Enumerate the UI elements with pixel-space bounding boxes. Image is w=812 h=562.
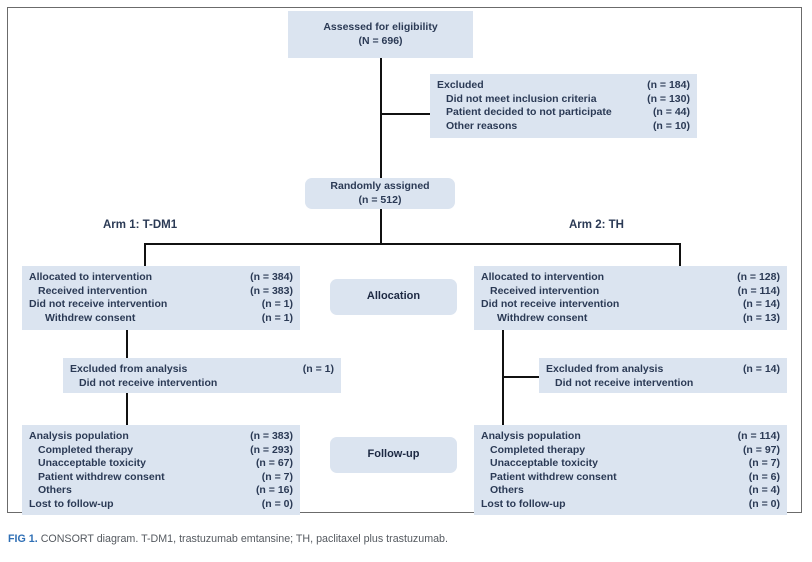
arm2-heading: Arm 2: TH [569,219,624,231]
table-row: Other reasons (n = 10) [446,119,690,132]
table-row: Excluded from analysis (n = 14) [546,363,780,375]
excluded-box: Excluded (n = 184) Did not meet inclusio… [430,74,697,138]
table-row: Unacceptable toxicity (n = 7) [490,457,780,470]
figure-frame: Assessed for eligibility (N = 696) Exclu… [7,7,802,515]
arm2-excluded-from-analysis-box: Excluded from analysis (n = 14) Did not … [539,358,787,393]
connector-randomization-split [144,243,681,245]
table-row: Others (n = 16) [38,484,293,497]
connector-randomized-down [380,208,382,244]
assessed-count: (N = 696) [358,34,403,47]
arm1-followup-box: Analysis population (n = 383) Completed … [22,425,300,515]
table-row: Completed therapy (n = 293) [38,443,293,456]
table-row: Did not receive intervention (n = 14) [481,298,780,311]
connector-to-arm1-allocation [144,243,146,266]
table-row: Allocated to intervention (n = 128) [481,271,780,283]
randomized-count: (n = 512) [358,193,402,206]
connector-assessed-to-randomized [380,58,382,178]
connector-to-arm2-allocation [679,243,681,266]
table-row: Lost to follow-up (n = 0) [29,497,293,510]
table-row: Did not meet inclusion criteria (n = 130… [446,92,690,105]
table-row: Lost to follow-up (n = 0) [481,497,780,510]
table-row: Excluded from analysis (n = 1) [70,363,334,375]
assessed-title: Assessed for eligibility [323,20,438,33]
table-row: Analysis population (n = 114) [481,430,780,442]
arm1-allocation-box: Allocated to intervention (n = 384) Rece… [22,266,300,330]
table-row: Did not receive intervention [555,376,694,389]
table-row: Allocated to intervention (n = 384) [29,271,293,283]
table-row: Completed therapy (n = 97) [490,443,780,456]
table-row: Excluded (n = 184) [437,79,690,91]
table-row: Patient decided to not participate (n = … [446,106,690,119]
table-row: Did not receive intervention [79,376,218,389]
assessed-for-eligibility-box: Assessed for eligibility (N = 696) [288,11,473,58]
figure-caption-text: CONSORT diagram. T-DM1, trastuzumab emta… [40,533,448,545]
connector-assessed-to-excluded [380,113,430,115]
table-row: Patient withdrew consent (n = 7) [38,470,293,483]
table-row: Received intervention (n = 383) [38,284,293,297]
stage-label-allocation: Allocation [330,279,457,315]
table-row: Withdrew consent (n = 13) [497,311,780,324]
connector-arm2-to-excluded [502,376,539,378]
arm1-excluded-from-analysis-box: Excluded from analysis (n = 1) Did not r… [63,358,341,393]
arm1-heading: Arm 1: T-DM1 [103,219,178,231]
arm2-allocation-box: Allocated to intervention (n = 128) Rece… [474,266,787,330]
table-row: Withdrew consent (n = 1) [45,311,293,324]
randomly-assigned-box: Randomly assigned (n = 512) [305,178,455,209]
randomized-title: Randomly assigned [330,179,430,192]
figure-number: FIG 1. [8,533,38,545]
table-row: Others (n = 4) [490,484,780,497]
table-row: Analysis population (n = 383) [29,430,293,442]
table-row: Unacceptable toxicity (n = 67) [38,457,293,470]
figure-caption: FIG 1. CONSORT diagram. T-DM1, trastuzum… [8,533,808,545]
table-row: Did not receive intervention (n = 1) [29,298,293,311]
stage-label-followup: Follow-up [330,437,457,473]
arm2-followup-box: Analysis population (n = 114) Completed … [474,425,787,515]
table-row: Received intervention (n = 114) [490,284,780,297]
table-row: Patient withdrew consent (n = 6) [490,470,780,483]
